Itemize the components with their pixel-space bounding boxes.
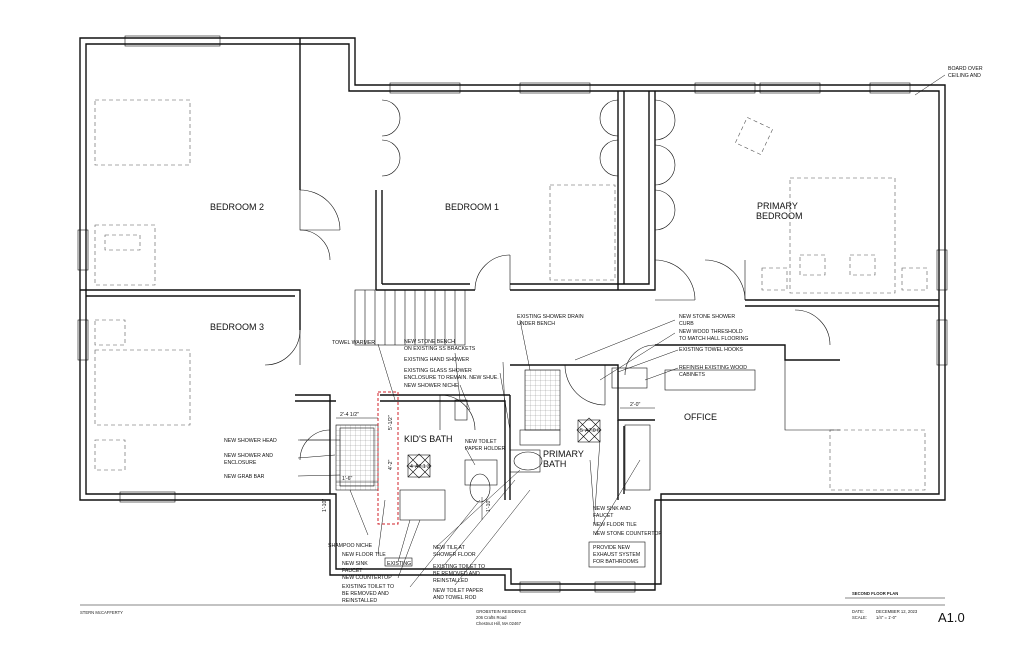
title-block-drawing-title: SECOND FLOOR PLAN: [852, 591, 898, 596]
primary-tag-num: 5: [580, 428, 583, 434]
primary-tag-num2: 6: [597, 428, 600, 434]
note-paper-rod-1: NEW TOILET PAPER: [433, 588, 483, 594]
note-sink-kids: NEW SINK: [342, 561, 368, 567]
note-stone-curb-1: NEW STONE SHOWER: [679, 314, 735, 320]
dimension-1: 2'-4 1/2": [340, 412, 359, 418]
room-label-kids-bath: KID'S BATH: [404, 434, 453, 444]
windows: [77, 35, 948, 593]
note-grab-bar: NEW GRAB BAR: [224, 474, 265, 480]
dimension-6: 4'-2": [388, 460, 394, 470]
closet-doors: [381, 99, 676, 231]
primary-tag-ref: A7.0: [585, 428, 596, 434]
note-countertop-primary: NEW STONE COUNTERTOP: [593, 531, 662, 537]
note-shower-drain-2: UNDER BENCH: [517, 321, 555, 327]
dimension-2: 1'-6": [342, 476, 352, 482]
note-faucet-kids: FAUCET: [342, 568, 363, 574]
dimension-lines: [329, 407, 655, 520]
note-board-over-2: CEILING AND: [948, 73, 981, 79]
furniture-dashed: [94, 99, 928, 491]
note-countertop-kids: NEW COUNTERTOP: [342, 575, 392, 581]
note-stone-curb-2: CURB: [679, 321, 694, 327]
note-towel-hooks: EXISTING TOWEL HOOKS: [679, 347, 743, 353]
office-details: [664, 360, 840, 431]
title-block-lines: [80, 597, 945, 606]
redline-cloud: [377, 391, 399, 525]
note-toilet-primary-3: REINSTALLED: [433, 578, 468, 584]
doors: [264, 189, 831, 461]
interior-walls: [80, 38, 939, 500]
note-glass-enclosure-1: EXISTING GLASS SHOWER: [404, 368, 472, 374]
note-toilet-paper-holder-2: PAPER HOLDER: [465, 446, 506, 452]
title-block-scale-value: 1/4" = 1'-0": [876, 615, 897, 620]
title-block-scale-label: SCALE:: [852, 615, 867, 620]
title-block-project: GROBSTEIN RESIDENCE: [476, 609, 526, 614]
room-label-office: OFFICE: [684, 412, 717, 422]
note-shower-enclosure-2: ENCLOSURE: [224, 460, 257, 466]
note-shower-drain-1: EXISTING SHOWER DRAIN: [517, 314, 584, 320]
note-glass-enclosure-2: ENCLOSURE TO REMAIN. NEW SHUE.: [404, 375, 499, 381]
room-label-primary-bedroom-2: BEDROOM: [756, 211, 803, 221]
room-label-bedroom1: BEDROOM 1: [445, 202, 499, 212]
note-toilet-kids-3: REINSTALLED: [342, 598, 377, 604]
kids-tag-num2: 3: [427, 464, 430, 470]
room-label-bedroom3: BEDROOM 3: [210, 322, 264, 332]
title-block-sheet-number: A1.0: [938, 610, 965, 625]
title-block-address-1: 206 Crafts Road: [476, 615, 507, 620]
note-floor-tile-primary: NEW FLOOR TILE: [593, 522, 637, 528]
dimension-5: 5'-1/2": [388, 415, 394, 430]
note-paper-rod-2: AND TOWEL ROD: [433, 595, 477, 601]
title-block-firm: STERN McCAFFERTY: [80, 610, 123, 615]
existing-tag-box: [384, 557, 413, 567]
dimension-7: 1'-10": [486, 499, 492, 512]
title-block-date-label: DATE:: [852, 609, 864, 614]
note-sink-primary-1: NEW SINK AND: [593, 506, 631, 512]
note-threshold-2: TO MATCH HALL FLOORING: [679, 336, 748, 342]
room-label-primary-bedroom-1: PRIMARY: [757, 201, 798, 211]
note-tile-shower-1: NEW TILE AT: [433, 545, 466, 551]
room-label-primary-bath-2: BATH: [543, 459, 566, 469]
note-exhaust-1: PROVIDE NEW: [593, 545, 630, 551]
note-refinish-1: REFINISH EXISTING WOOD: [679, 365, 747, 371]
note-existing-tag: EXISTING: [387, 561, 411, 567]
note-exhaust-2: EXHAUST SYSTEM: [593, 552, 640, 558]
note-toilet-kids-2: BE REMOVED AND: [342, 591, 389, 597]
note-hand-shower: EXISTING HAND SHOWER: [404, 357, 469, 363]
kids-tag-ref: A7.1: [415, 464, 426, 470]
note-threshold-1: NEW WOOD THRESHOLD: [679, 329, 743, 335]
note-shower-enclosure-1: NEW SHOWER AND: [224, 453, 273, 459]
note-towel-warmer: TOWEL WARMER: [332, 340, 375, 346]
note-shower-head: NEW SHOWER HEAD: [224, 438, 277, 444]
note-exhaust-3: FOR BATHROOMS: [593, 559, 639, 565]
note-refinish-2: CABINETS: [679, 372, 705, 378]
note-shampoo-niche: SHAMPOO NICHE: [328, 543, 373, 549]
stairs: [354, 289, 466, 346]
note-stone-bench-2: ON EXISTING SS BRACKETS: [404, 346, 476, 352]
note-toilet-primary-1: EXISTING TOILET TO: [433, 564, 485, 570]
leader-lines: [297, 74, 946, 588]
note-sink-primary-2: FAUCET: [593, 513, 614, 519]
title-block-date-value: DECEMBER 12, 2023: [876, 609, 918, 614]
kids-tag-num: 4: [410, 464, 413, 470]
exhaust-note-box: [588, 541, 646, 568]
exterior-walls: [79, 37, 946, 591]
dimension-4: 1'-10": [322, 499, 328, 512]
note-shower-niche: NEW SHOWER NICHE: [404, 383, 459, 389]
kids-bath-fixtures: [335, 391, 498, 525]
note-board-over-1: BOARD OVER: [948, 66, 983, 72]
kids-elevation-tag: [406, 453, 432, 479]
dimension-3: 2'-0": [630, 402, 640, 408]
title-block-address-2: Chestnut Hill, MA 02467: [476, 621, 522, 626]
note-toilet-kids-1: EXISTING TOILET TO: [342, 584, 394, 590]
note-toilet-paper-holder-1: NEW TOILET: [465, 439, 497, 445]
primary-elevation-tag: [576, 417, 602, 443]
note-stone-bench-1: NEW STONE BENCH: [404, 339, 455, 345]
room-label-primary-bath-1: PRIMARY: [543, 449, 584, 459]
note-tile-shower-2: SHOWER FLOOR: [433, 552, 476, 558]
primary-bath-fixtures: [509, 367, 651, 491]
note-toilet-primary-2: BE REMOVED AND: [433, 571, 480, 577]
room-label-bedroom2: BEDROOM 2: [210, 202, 264, 212]
note-floor-tile-kids: NEW FLOOR TILE: [342, 552, 386, 558]
